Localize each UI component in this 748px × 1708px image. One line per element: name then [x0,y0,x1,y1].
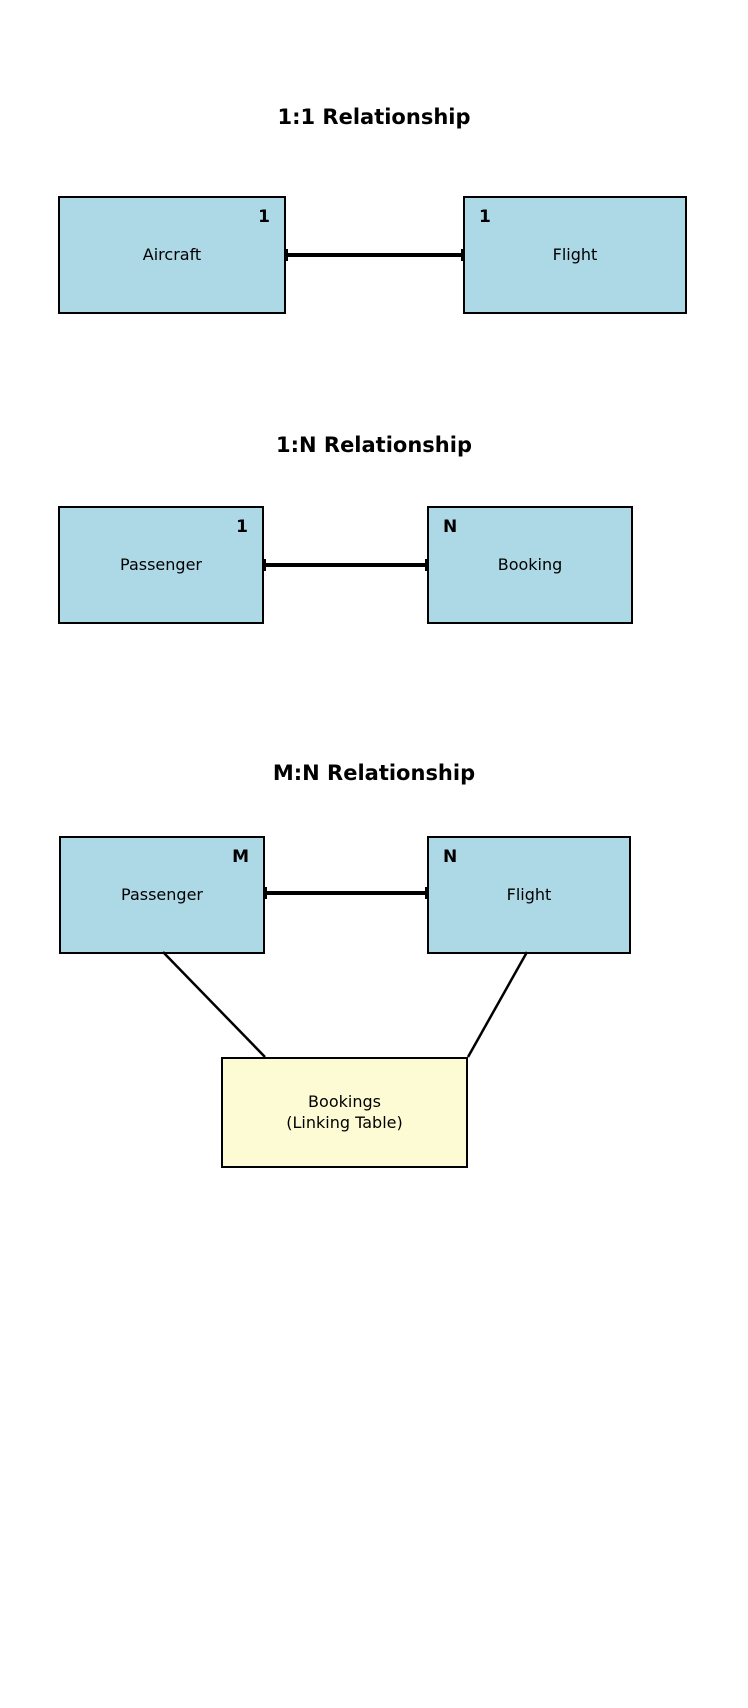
cardinality-label-right-1-1: 1 [479,207,491,227]
relationship-line-many-to-many [265,891,428,895]
entity-box-passenger-1-n[interactable]: 1 Passenger [58,506,264,624]
diagonal-line-flight-to-bookings [466,951,529,1058]
cardinality-label-right-1-n: N [443,517,458,537]
entity-name-flight-1-1: Flight [552,245,598,264]
entity-name-passenger-1-n: Passenger [120,555,202,574]
section-title-one-to-one: 1:1 Relationship [277,105,471,129]
cardinality-label-right-m-n: N [443,847,458,867]
linking-table-subtitle: (Linking Table) [286,1113,403,1132]
relationship-line-one-to-many [264,563,428,567]
relationship-line-one-to-one [286,253,464,257]
linking-table-name: Bookings [308,1092,381,1111]
section-title-one-to-many: 1:N Relationship [276,433,472,457]
entity-box-aircraft[interactable]: 1 Aircraft [58,196,286,314]
entity-box-flight-1-1[interactable]: 1 Flight [463,196,687,314]
entity-box-flight-m-n[interactable]: N Flight [427,836,631,954]
entity-box-passenger-m-n[interactable]: M Passenger [59,836,265,954]
entity-box-bookings-linking-table[interactable]: Bookings (Linking Table) [221,1057,468,1168]
cardinality-label-left-1-1: 1 [258,207,270,227]
cardinality-label-left-m-n: M [232,847,249,867]
entity-name-flight-m-n: Flight [506,885,552,904]
diagonal-line-passenger-to-bookings [162,951,266,1058]
entity-name-passenger-m-n: Passenger [121,885,203,904]
section-title-many-to-many: M:N Relationship [272,761,476,785]
entity-box-booking[interactable]: N Booking [427,506,633,624]
cardinality-label-left-1-n: 1 [236,517,248,537]
entity-name-aircraft: Aircraft [142,245,202,264]
entity-name-booking: Booking [497,555,563,574]
